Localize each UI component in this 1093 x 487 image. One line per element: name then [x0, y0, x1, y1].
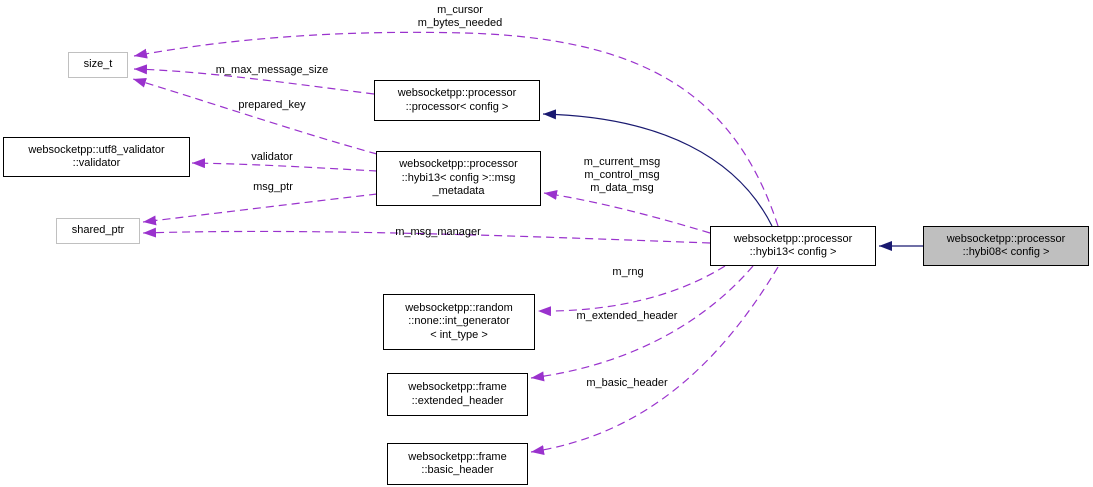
edge-label-m-extended-header: m_extended_header	[576, 310, 678, 322]
node-size-t[interactable]: size_t	[68, 52, 128, 78]
edge-label-validator: validator	[251, 151, 293, 163]
msg-metadata-line-0: websocketpp::processor	[399, 158, 518, 171]
hybi13-line-0: websocketpp::processor	[733, 232, 853, 245]
edge-validator	[191, 158, 378, 172]
edge-m-extended-header	[530, 265, 754, 382]
edge-label-msg-ptr: msg_ptr	[253, 181, 293, 193]
edge-m-cursor-m-bytes-needed	[133, 31, 779, 227]
edge-label-m-msg-manager: m_msg_manager	[395, 226, 481, 238]
basic-header-line-1: ::basic_header	[421, 464, 494, 476]
edge-label-m-basic-header: m_basic_header	[586, 377, 668, 389]
size-t-line-0: size_t	[83, 58, 113, 71]
edge-m-current-control-data-msg	[543, 190, 711, 234]
edge-label-m-max-message-size: m_max_message_size	[215, 64, 329, 76]
edge-m-max-message-size	[133, 64, 375, 95]
edge-prepared-key	[132, 77, 378, 155]
edge-label-msg-members: m_current_msg m_control_msg m_data_msg	[584, 156, 660, 195]
msg-metadata-line-1: ::hybi13< config >::msg	[401, 171, 516, 184]
edge-label-m-data-msg: m_data_msg	[590, 182, 654, 194]
edge-inherit-hybi13-to-processor	[542, 109, 773, 227]
node-extended-header[interactable]: websocketpp::frame ::extended_header	[387, 373, 528, 416]
edge-m-basic-header	[530, 266, 779, 455]
edge-label-prepared-key: prepared_key	[238, 99, 306, 111]
edge-msg-ptr	[142, 193, 378, 226]
edge-label-m-cursor-m-bytes-needed: m_cursor m_bytes_needed	[418, 4, 502, 30]
processor-line-0: websocketpp::processor	[397, 87, 517, 99]
extended-header-line-1: ::extended_header	[411, 394, 504, 407]
node-processor[interactable]: websocketpp::processor ::processor< conf…	[374, 80, 540, 121]
int-generator-line-0: websocketpp::random	[405, 301, 513, 314]
processor-line-1: ::processor< config >	[405, 100, 509, 113]
int-generator-line-1: ::none::int_generator	[408, 315, 510, 328]
hybi13-line-1: ::hybi13< config >	[749, 246, 837, 258]
edge-label-m-bytes-needed: m_bytes_needed	[417, 17, 503, 29]
extended-header-line-0: websocketpp::frame	[408, 381, 507, 393]
msg-metadata-line-2: _metadata	[432, 185, 485, 198]
shared-ptr-line-0: shared_ptr	[71, 224, 125, 237]
node-utf8-validator[interactable]: websocketpp::utf8_validator ::validator	[3, 137, 190, 177]
edge-m-msg-manager	[142, 227, 711, 244]
node-int-generator[interactable]: websocketpp::random ::none::int_generato…	[383, 294, 535, 350]
node-hybi13[interactable]: websocketpp::processor ::hybi13< config …	[710, 226, 876, 266]
edge-label-m-cursor: m_cursor	[437, 4, 483, 16]
int-generator-line-2: < int_type >	[430, 328, 488, 341]
edge-label-m-rng: m_rng	[612, 266, 644, 278]
utf8-validator-line-0: websocketpp::utf8_validator	[28, 143, 165, 156]
node-hybi08-focus[interactable]: websocketpp::processor ::hybi08< config …	[923, 226, 1089, 266]
hybi08-line-1: ::hybi08< config >	[962, 246, 1050, 258]
edge-label-m-control-msg: m_control_msg	[584, 169, 660, 181]
basic-header-line-0: websocketpp::frame	[408, 450, 507, 463]
node-basic-header[interactable]: websocketpp::frame ::basic_header	[387, 443, 528, 485]
node-msg-metadata[interactable]: websocketpp::processor ::hybi13< config …	[376, 151, 541, 206]
edge-label-m-current-msg: m_current_msg	[583, 156, 661, 168]
hybi08-line-0: websocketpp::processor	[946, 232, 1066, 245]
edge-m-rng	[537, 265, 726, 317]
node-shared-ptr[interactable]: shared_ptr	[56, 218, 140, 244]
utf8-validator-line-1: ::validator	[72, 157, 121, 169]
